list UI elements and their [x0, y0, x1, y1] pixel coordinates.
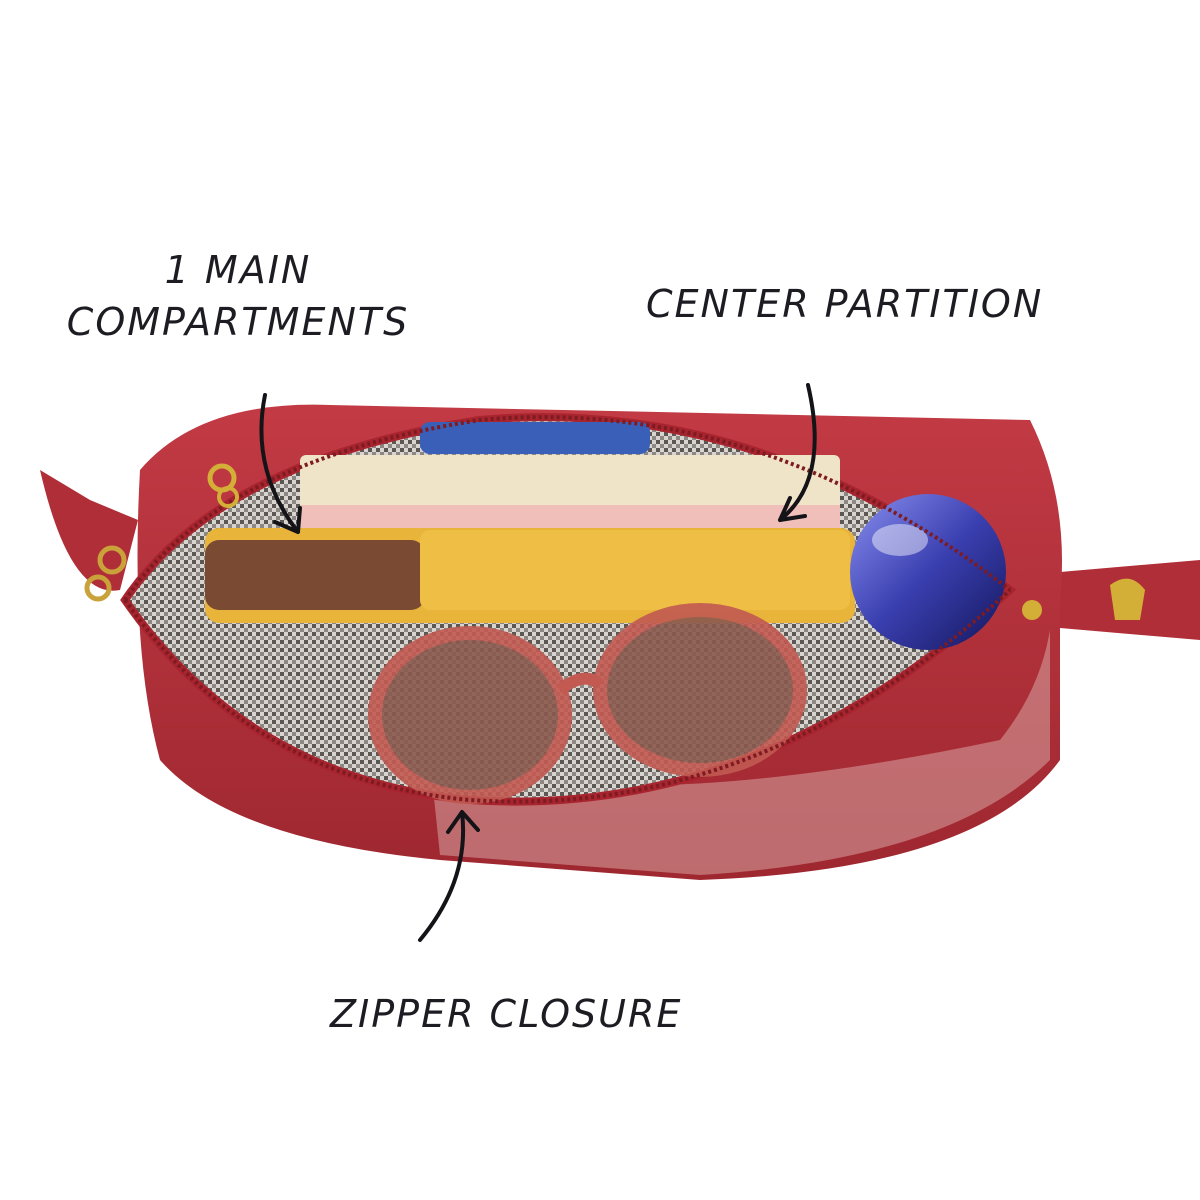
strap-right — [1060, 560, 1200, 640]
phone — [420, 422, 650, 454]
main-compartments-line2: COMPARTMENTS — [66, 300, 410, 344]
main-compartments-line1: 1 MAIN — [164, 248, 312, 292]
strap-left — [40, 470, 138, 602]
sunglasses — [368, 603, 807, 804]
center-partition-label: CENTER PARTITION — [646, 282, 1044, 326]
purple-ball — [850, 494, 1006, 650]
main-compartments-label: 1 MAIN COMPARTMENTS — [58, 244, 418, 348]
wallet — [205, 528, 855, 623]
arrow-icon — [259, 393, 302, 534]
arrow-icon — [778, 383, 817, 522]
zipper-closure-label: ZIPPER CLOSURE — [330, 992, 683, 1036]
zipper-pull-icon — [1110, 578, 1145, 620]
arrow-icon — [418, 810, 480, 942]
